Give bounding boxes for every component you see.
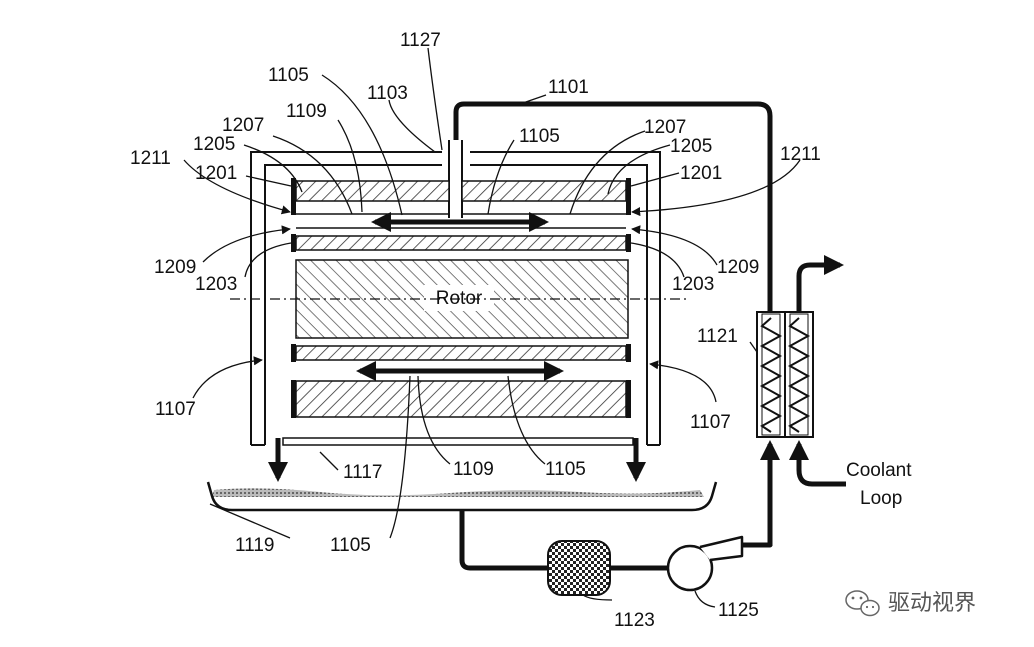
housing: [250, 151, 661, 446]
label-1205-left: 1205: [193, 134, 235, 155]
label-1105-lowest: 1105: [330, 535, 371, 556]
coolant-pipe-pump-outlet: [742, 455, 773, 548]
end-plate-top-right: [626, 178, 631, 215]
label-1201-left: 1201: [195, 163, 237, 184]
label-1109-top: 1109: [286, 101, 327, 122]
watermark: 驱动视界: [845, 590, 976, 617]
external-coolant-out: [796, 255, 844, 312]
label-1209-left: 1209: [154, 257, 196, 278]
label-1107-right: 1107: [690, 412, 731, 433]
label-1103: 1103: [367, 83, 408, 104]
stator-top-right: [461, 180, 627, 202]
rotor-label-bg: [424, 285, 494, 311]
label-1123: 1123: [614, 610, 655, 631]
label-1207-left: 1207: [222, 115, 264, 136]
label-1105-top: 1105: [268, 65, 309, 86]
label-1211-left: 1211: [130, 148, 171, 169]
stator-top-left: [295, 180, 450, 202]
label-1107-left: 1107: [155, 399, 196, 420]
label-1203-right: 1203: [672, 274, 714, 295]
label-1201-right: 1201: [680, 163, 722, 184]
sleeve-bottom: [295, 345, 627, 361]
end-plate-top-left: [291, 178, 296, 215]
coolant-pipe-sump-outlet: [459, 511, 548, 571]
coolant-pipe-return: [453, 101, 773, 312]
label-coolant-line1: Coolant: [846, 460, 912, 481]
part-labels: 1127 1105 1103 1101 1109 1207 1205 1211 …: [130, 30, 912, 631]
stator-bottom: [295, 380, 627, 418]
sleeve-top: [295, 235, 627, 251]
leader-lines: [183, 47, 801, 608]
label-1119: 1119: [235, 535, 274, 556]
label-1109-bottom: 1109: [453, 459, 494, 480]
label-1203-left: 1203: [195, 274, 237, 295]
watermark-text: 驱动视界: [888, 591, 976, 616]
filter: [547, 540, 611, 596]
oil-sump: [206, 481, 718, 512]
label-1101: 1101: [548, 77, 589, 98]
label-1105-mid: 1105: [519, 126, 560, 147]
label-1209-right: 1209: [717, 257, 759, 278]
label-1105-bottom: 1105: [545, 459, 586, 480]
bottom-tray: [282, 437, 634, 446]
external-coolant-in: [789, 440, 846, 487]
pump: [666, 535, 744, 592]
label-coolant-line2: Loop: [860, 488, 902, 509]
label-1205-right: 1205: [670, 136, 712, 157]
heat-exchanger: [756, 311, 814, 438]
label-1127: 1127: [400, 30, 441, 51]
wechat-icon: [845, 590, 880, 617]
label-1211-right: 1211: [780, 144, 821, 165]
label-1121: 1121: [697, 326, 738, 347]
label-1125: 1125: [718, 600, 759, 621]
label-1117: 1117: [343, 462, 382, 483]
label-1207-right: 1207: [644, 117, 686, 138]
inlet-tube: [448, 140, 463, 218]
